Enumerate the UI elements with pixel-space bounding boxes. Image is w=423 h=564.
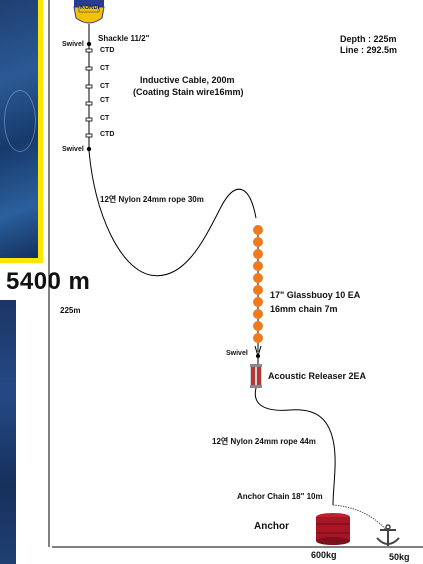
chain-7m-label: 16mm chain 7m (270, 304, 338, 314)
ocean-depth-label: 5400 m (6, 268, 91, 295)
small-anchor-weight-label: 50kg (389, 552, 410, 562)
ct-1-icon (85, 66, 93, 71)
nylon-rope-44m-label: 12연 Nylon 24mm rope 44m (212, 437, 316, 446)
anchor-chain-line (332, 504, 389, 533)
ctd-top-label: CTD (100, 47, 115, 54)
glassbuoy-icon (253, 309, 263, 319)
depth-scale-label: 225m (60, 306, 81, 315)
swivel-top-icon (86, 41, 92, 47)
swivel-mid-icon (86, 146, 92, 152)
glassbuoy-icon (253, 261, 263, 271)
ct-2-label: CT (100, 83, 110, 90)
inductive-cable-spec: (Coating Stain wire16mm) (133, 87, 244, 97)
depth-info: Depth : 225m (340, 34, 397, 44)
ct-4-icon (85, 117, 93, 122)
glassbuoy-icon (253, 249, 263, 259)
swivel-low-label: Swivel (226, 350, 248, 357)
ct-1-label: CT (100, 65, 110, 72)
nylon-rope-30m-label: 12연 Nylon 24mm rope 30m (100, 195, 204, 204)
anchor-chain-label: Anchor Chain 18" 10m (237, 492, 323, 501)
glassbuoy-icon (253, 285, 263, 295)
ocean-photo-panel (0, 0, 44, 564)
glassbuoy-icon (253, 225, 263, 235)
acoustic-releaser-label: Acoustic Releaser 2EA (268, 371, 367, 381)
swivel-low-icon (254, 345, 262, 358)
line-info: Line : 292.5m (340, 45, 398, 55)
swivel-top-label: Swivel (62, 41, 84, 48)
acoustic-releaser-icon (250, 364, 262, 388)
swivel-mid-label: Swivel (62, 146, 84, 153)
ct-3-label: CT (100, 97, 110, 104)
ct-4-label: CT (100, 115, 110, 122)
anchor-block-icon (316, 513, 350, 545)
ctd-top-icon (85, 48, 93, 53)
glassbuoy-label: 17" Glassbuoy 10 EA (270, 290, 361, 300)
small-anchor-icon (376, 524, 400, 546)
surface-buoy-label: KORDI (80, 5, 100, 11)
nylon-rope-30m (88, 150, 257, 277)
shackle-label: Shackle 11/2" (98, 34, 150, 43)
inductive-cable-label: Inductive Cable, 200m (140, 75, 235, 85)
glassbuoy-icon (253, 333, 263, 343)
glassbuoy-icon (253, 297, 263, 307)
ctd-bottom-label: CTD (100, 131, 115, 138)
ocean-surface-photo (0, 0, 43, 263)
glassbuoy-icon (253, 273, 263, 283)
nylon-rope-44m (254, 387, 336, 506)
ct-2-icon (85, 84, 93, 89)
ct-3-icon (85, 101, 93, 106)
glassbuoy-icon (253, 321, 263, 331)
deep-ocean-photo (0, 300, 16, 564)
surface-buoy-icon (73, 0, 105, 31)
anchor-weight-label: 600kg (311, 550, 337, 560)
ctd-bottom-icon (85, 133, 93, 138)
glassbuoy-icons (253, 225, 263, 343)
anchor-label: Anchor (254, 521, 289, 532)
glassbuoy-icon (253, 237, 263, 247)
